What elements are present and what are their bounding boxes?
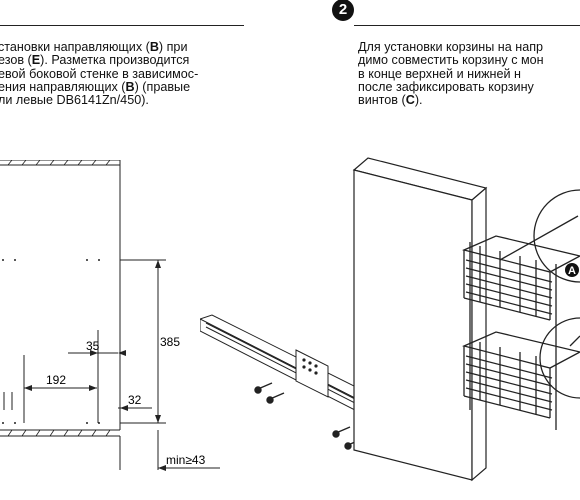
left-instructions: становки направляющих (B) при езов (E). … — [0, 40, 242, 108]
step-number-badge: 2 — [332, 0, 354, 21]
left-instructions-fragment: ) при езов ( — [0, 40, 188, 68]
left-instructions-fragment: B — [125, 79, 135, 94]
right-instructions-fragment: ). — [414, 93, 423, 108]
right-instructions-fragment: C — [405, 93, 415, 108]
left-instructions-fragment: становки направляющих ( — [0, 40, 150, 54]
left-instructions-fragment: E — [31, 53, 41, 68]
right-header-rule — [354, 25, 580, 26]
left-instructions-fragment: ). Разметка производится евой боковой ст… — [0, 53, 199, 94]
dim-192: 192 — [46, 373, 66, 387]
callout-a-label: A — [568, 265, 576, 277]
left-instructions-fragment: B — [149, 40, 159, 54]
dim-385: 385 — [160, 335, 180, 349]
marking-diagram: 35 192 32 385 min≥43 — [0, 160, 220, 471]
dim-32: 32 — [128, 393, 142, 407]
dim-35: 35 — [86, 339, 100, 353]
dim-min: min≥43 — [166, 453, 206, 467]
basket-installation-diagram: A — [352, 157, 580, 482]
right-instructions: Для установки корзины на напр димо совме… — [358, 40, 580, 108]
left-header-rule — [0, 25, 244, 26]
left-instructions-fragment: ) (правые ли левые DB6141Zn/450). — [0, 79, 191, 108]
right-instructions-fragment: Для установки корзины на напр димо совме… — [358, 40, 544, 108]
